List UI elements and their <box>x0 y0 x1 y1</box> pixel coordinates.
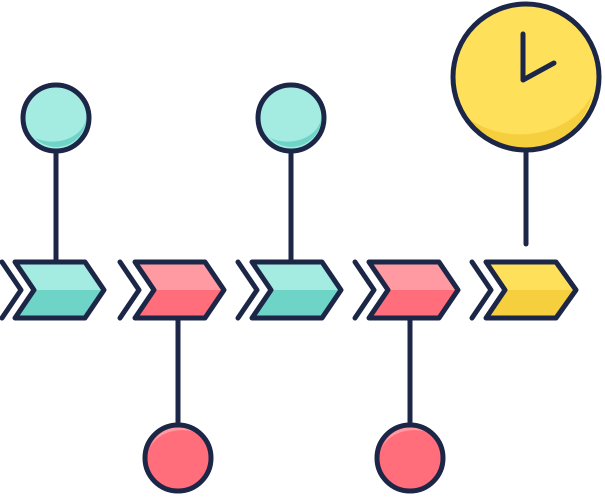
chevron-arrow-3 <box>235 259 344 321</box>
chevron-arrow-5 <box>469 259 579 321</box>
chevron-arrow-1 <box>0 259 107 321</box>
chevron-arrow-2 <box>117 259 227 321</box>
milestone-pin-bottom-1 <box>142 422 214 494</box>
clock-icon <box>450 1 602 153</box>
clock-hands <box>520 31 557 83</box>
milestone-pin-bottom-2 <box>374 422 446 494</box>
milestone-pin-top-2 <box>255 82 327 154</box>
chevron-arrow-4 <box>352 259 461 321</box>
milestone-pin-top-1 <box>20 82 92 154</box>
